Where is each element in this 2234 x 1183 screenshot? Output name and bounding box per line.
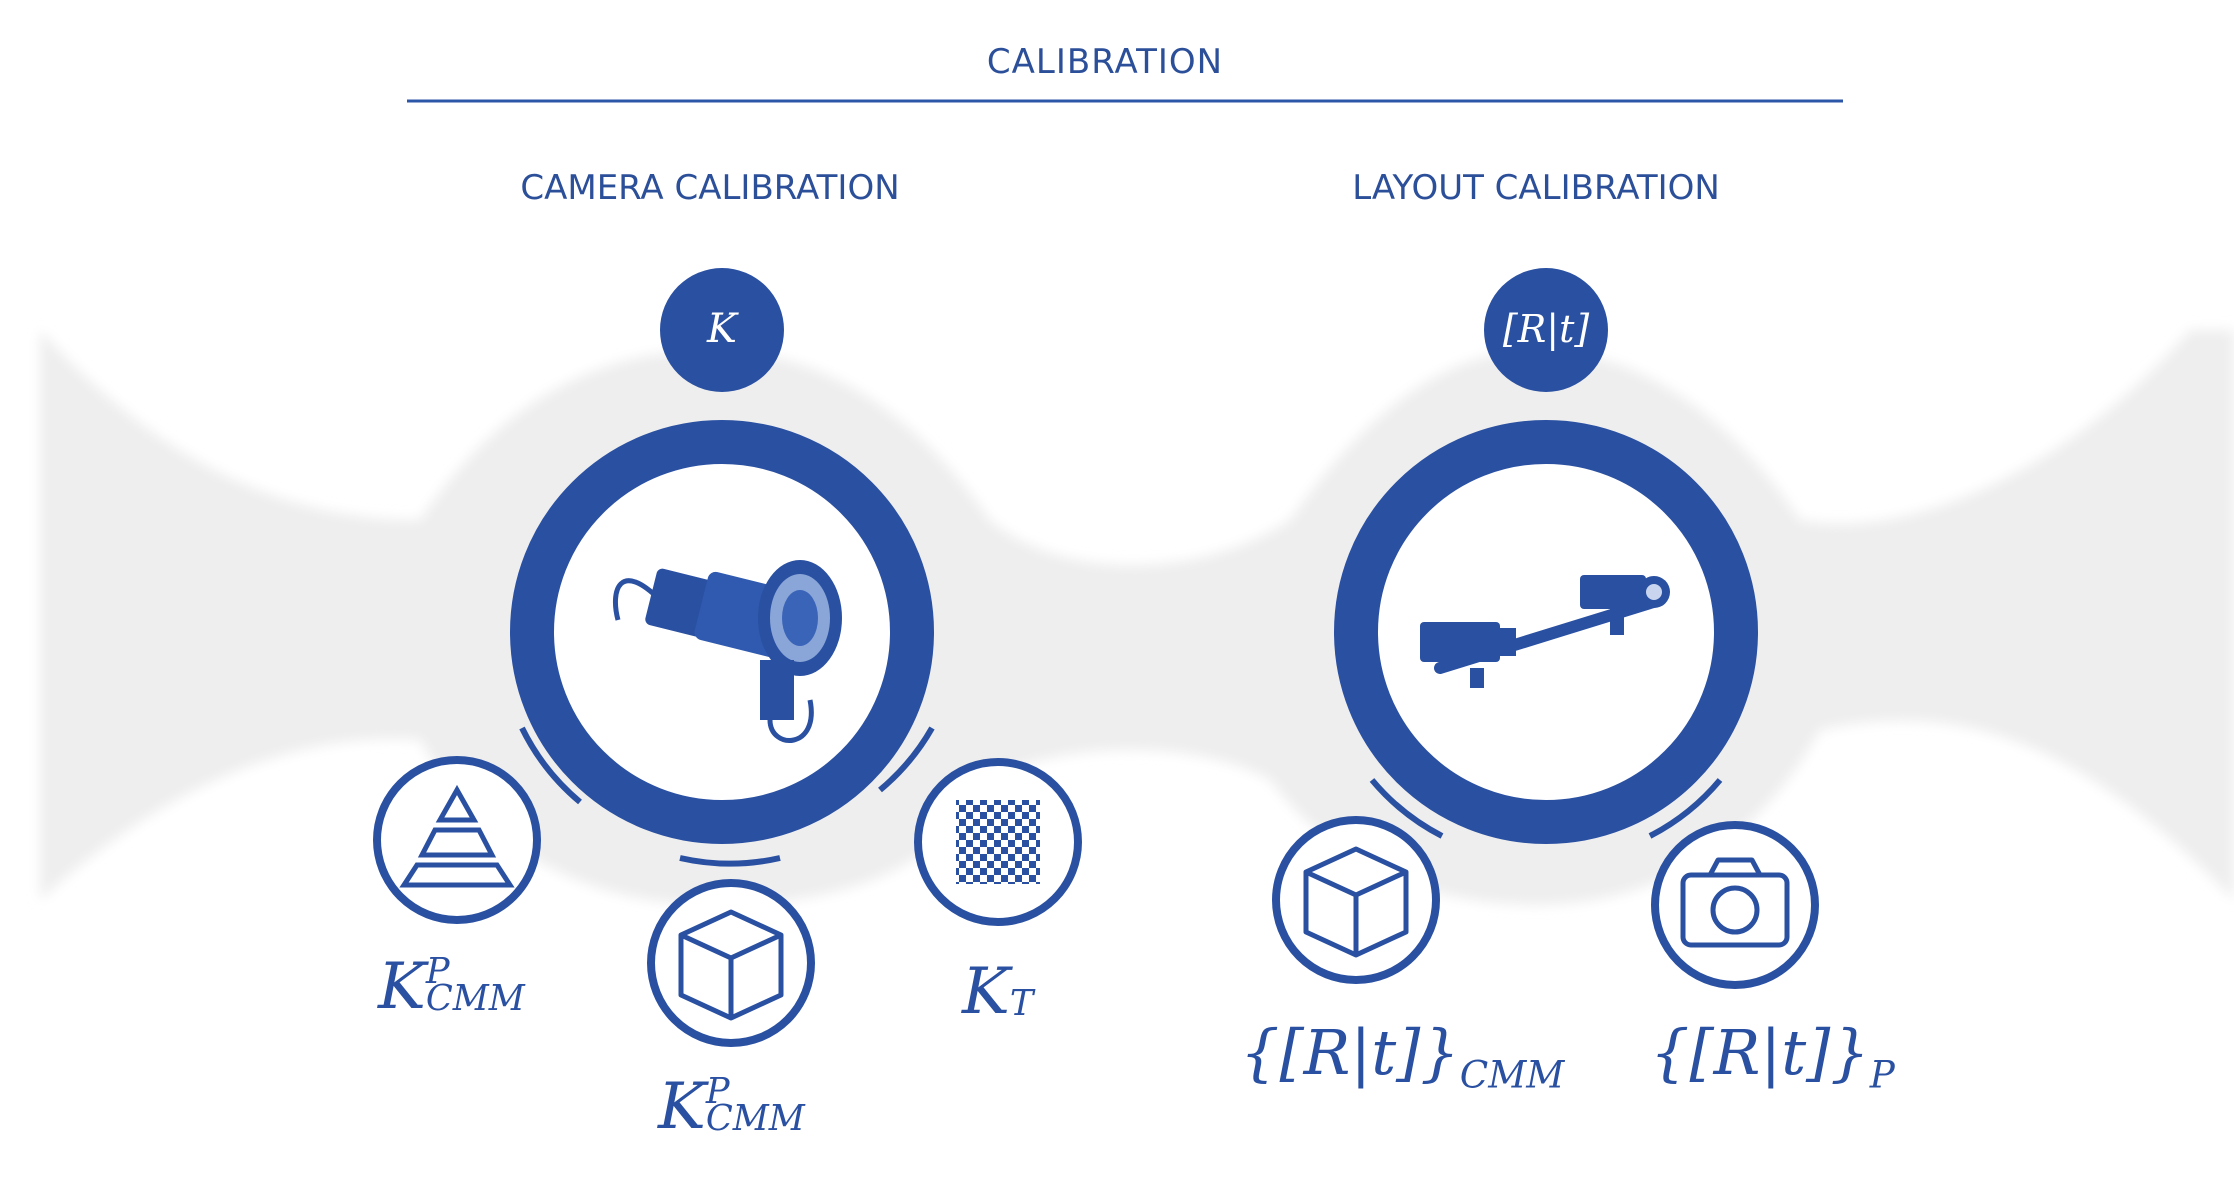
pyramid-icon xyxy=(399,784,515,888)
industrial-camera-icon xyxy=(612,560,842,743)
cube-input-camera xyxy=(647,879,815,1047)
layout-calibration-node: [R|t] xyxy=(1272,268,1819,989)
camera-arc-right xyxy=(878,726,935,793)
camera-calibration-heading: CAMERA CALIBRATION xyxy=(520,168,899,208)
camera-rig-icon xyxy=(1420,575,1670,688)
label-camera-input-layout: {[R|t]}P xyxy=(1650,1016,1895,1097)
label-cube-input-layout: {[R|t]}CMM xyxy=(1240,1016,1565,1097)
layout-calibration-heading: LAYOUT CALIBRATION xyxy=(1352,168,1720,208)
camera-arc-bottom xyxy=(679,855,781,867)
checkerboard-input xyxy=(914,758,1082,926)
background-band xyxy=(40,330,2234,905)
cube-icon xyxy=(1303,846,1409,958)
checkerboard-icon xyxy=(956,800,1040,884)
camera-input-layout xyxy=(1651,821,1819,989)
layout-badge-circle xyxy=(1484,268,1608,392)
layout-arc-right xyxy=(1648,778,1723,839)
layout-arc-left xyxy=(1369,778,1444,839)
layout-badge-label: [R|t] xyxy=(1503,307,1590,351)
camera-badge-circle xyxy=(660,268,784,392)
cube-icon xyxy=(678,909,784,1021)
pyramid-input xyxy=(373,756,541,924)
camera-arc-left xyxy=(519,726,582,805)
camera-icon xyxy=(1680,857,1790,948)
camera-badge-label: K xyxy=(706,306,739,352)
camera-calibration-node: K xyxy=(373,268,1082,1047)
cube-input-layout xyxy=(1272,816,1440,984)
diagram-title: CALIBRATION xyxy=(987,42,1223,82)
